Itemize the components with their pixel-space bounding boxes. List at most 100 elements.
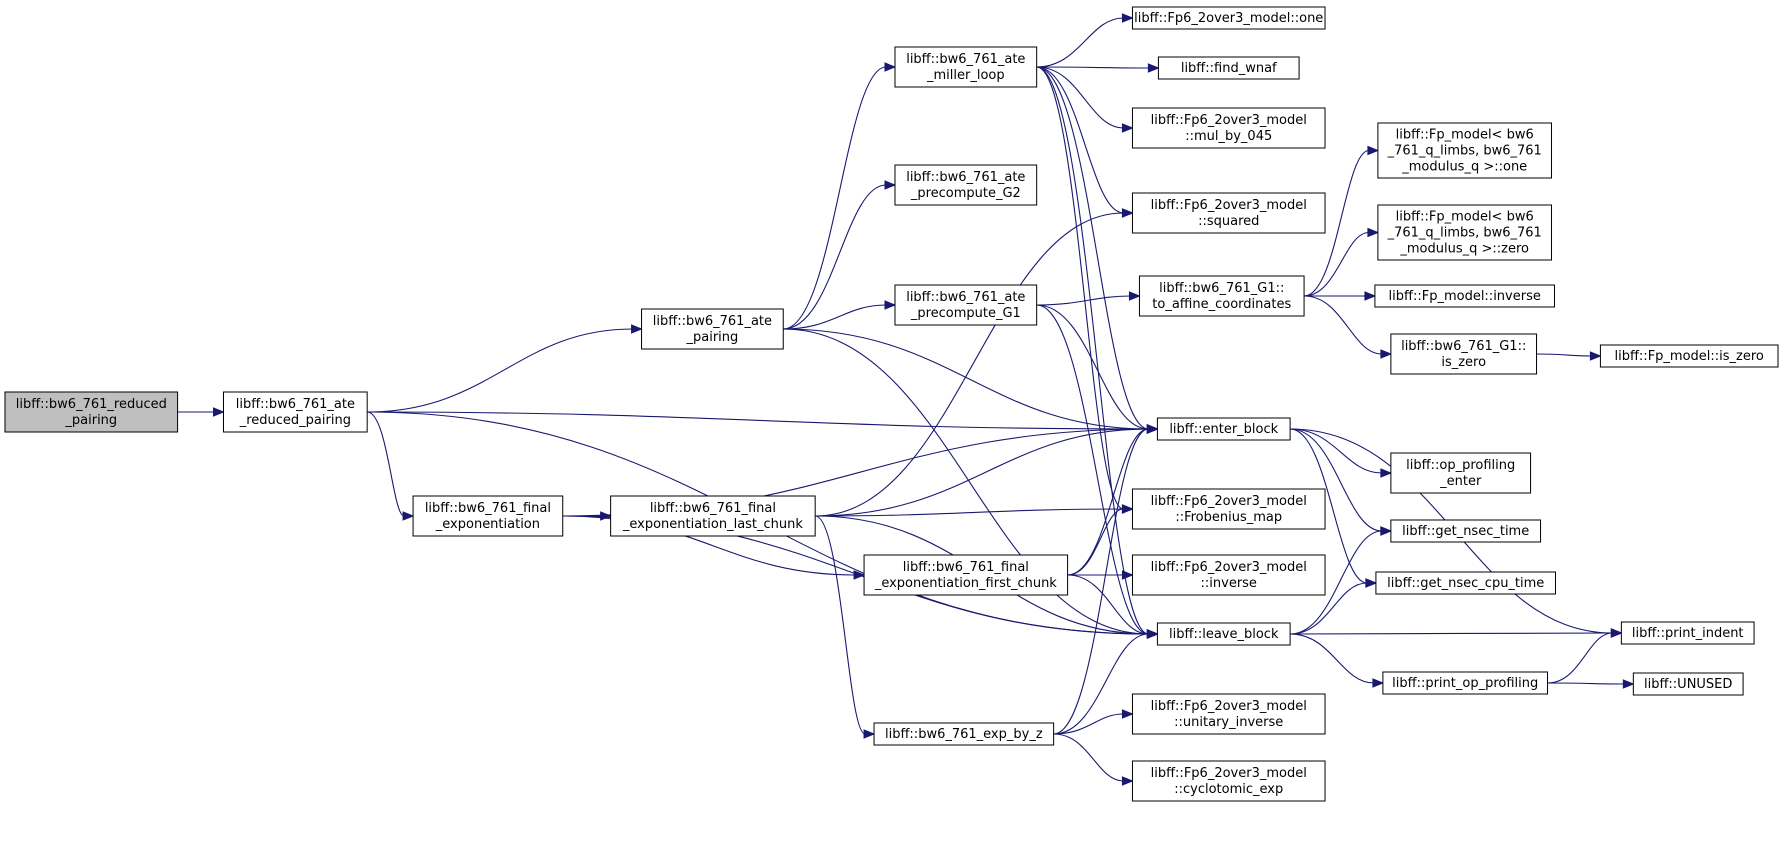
arrowhead: [212, 407, 225, 417]
edge-line: [367, 411, 1149, 430]
arrowhead: [1121, 123, 1134, 133]
edge-line: [1290, 632, 1613, 635]
node-box: [641, 308, 784, 350]
node-fp-model-one[interactable]: libff::Fp_model< bw6_761_q_limbs, bw6_76…: [1377, 122, 1553, 179]
node-label: _exponentiation_last_chunk: [622, 517, 804, 532]
node-fe-first-chunk[interactable]: libff::bw6_761_final_exponentiation_firs…: [863, 554, 1069, 596]
node-label: ::mul_by_045: [1185, 129, 1272, 144]
edge-line: [1036, 66, 1149, 635]
node-exp-by-z[interactable]: libff::bw6_761_exp_by_z: [873, 722, 1055, 746]
edge-fe-last-chunk-to-fp6-frobenius: [815, 504, 1134, 517]
edge-enter-block-to-op-profiling-enter: [1290, 428, 1393, 478]
node-box: [1599, 344, 1779, 368]
node-g1-to-affine[interactable]: libff::bw6_761_G1::to_affine_coordinates: [1138, 275, 1305, 317]
node-box: [1390, 519, 1542, 543]
node-box: [1620, 621, 1755, 645]
node-label: libff::bw6_761_G1::: [1401, 339, 1526, 354]
node-reduced-pairing[interactable]: libff::bw6_761_reduced_pairing: [4, 391, 179, 433]
node-box: [863, 554, 1069, 596]
node-ate-reduced-pairing[interactable]: libff::bw6_761_ate_reduced_pairing: [222, 391, 368, 433]
node-label: libff::Fp6_2over3_model: [1151, 113, 1307, 128]
node-ate-precompute-G2[interactable]: libff::bw6_761_ate_precompute_G2: [894, 164, 1038, 206]
node-ate-precompute-G1[interactable]: libff::bw6_761_ate_precompute_G1: [894, 284, 1038, 326]
node-g1-is-zero[interactable]: libff::bw6_761_G1::is_zero: [1390, 333, 1538, 375]
arrowhead: [884, 300, 897, 310]
arrowhead: [863, 729, 876, 739]
edge-fe-first-chunk-to-fp6-inverse: [1067, 570, 1134, 580]
edge-line: [1036, 66, 1124, 129]
node-fp6-mul-by-045[interactable]: libff::Fp6_2over3_model::mul_by_045: [1131, 107, 1326, 149]
node-label: libff::Fp6_2over3_model: [1151, 494, 1307, 509]
edge-line: [1290, 582, 1367, 635]
node-label: _miller_loop: [926, 68, 1005, 83]
arrowhead: [631, 324, 643, 334]
node-label: libff::UNUSED: [1644, 677, 1732, 692]
arrowhead: [1365, 578, 1378, 588]
node-box: [1131, 192, 1326, 234]
arrowhead: [1372, 678, 1385, 688]
node-get-nsec-cpu-time[interactable]: libff::get_nsec_cpu_time: [1375, 571, 1557, 595]
edge-line: [815, 212, 1124, 517]
arrowhead: [1610, 628, 1623, 638]
node-label: _exponentiation_first_chunk: [874, 576, 1057, 591]
node-print-indent[interactable]: libff::print_indent: [1620, 621, 1755, 645]
node-ate-miller-loop[interactable]: libff::bw6_761_ate_miller_loop: [894, 46, 1038, 88]
node-label: _modulus_q >::zero: [1399, 242, 1529, 257]
node-box: [1131, 107, 1326, 149]
node-fp6-inverse[interactable]: libff::Fp6_2over3_model::inverse: [1131, 554, 1326, 596]
arrowhead: [1128, 291, 1141, 301]
edge-line: [1536, 353, 1592, 357]
node-box: [1382, 671, 1549, 695]
node-label: libff::Fp6_2over3_model: [1151, 699, 1307, 714]
edge-line: [1067, 574, 1149, 635]
node-fp-model-zero[interactable]: libff::Fp_model< bw6_761_q_limbs, bw6_76…: [1377, 204, 1553, 261]
node-fp6-unitary-inverse[interactable]: libff::Fp6_2over3_model::unitary_inverse: [1131, 693, 1326, 735]
node-label: libff::bw6_761_ate: [906, 52, 1025, 67]
edge-line: [1036, 304, 1149, 430]
node-fp6-squared[interactable]: libff::Fp6_2over3_model::squared: [1131, 192, 1326, 234]
node-fp6-cyclotomic-exp[interactable]: libff::Fp6_2over3_model::cyclotomic_exp: [1131, 760, 1326, 802]
node-fp6-frobenius[interactable]: libff::Fp6_2over3_model::Frobenius_map: [1131, 488, 1326, 530]
node-label: libff::Fp6_2over3_model: [1151, 560, 1307, 575]
node-label: libff::enter_block: [1169, 422, 1278, 437]
node-op-profiling-enter[interactable]: libff::op_profiling_enter: [1390, 452, 1532, 494]
node-label: libff::bw6_761_final: [650, 501, 776, 516]
node-label: libff::Fp6_2over3_model: [1151, 198, 1307, 213]
arrowhead: [1589, 351, 1602, 361]
node-label: libff::Fp6_2over3_model: [1151, 766, 1307, 781]
node-print-op-profiling[interactable]: libff::print_op_profiling: [1382, 671, 1549, 695]
node-find-wnaf[interactable]: libff::find_wnaf: [1157, 56, 1300, 80]
arrowhead: [1146, 424, 1159, 434]
node-label: libff::Fp_model::inverse: [1389, 289, 1541, 304]
edge-print-op-profiling-to-print-indent: [1547, 628, 1623, 684]
edge-leave-block-to-get-nsec-time: [1290, 526, 1393, 635]
node-box: [1377, 204, 1553, 261]
node-final-exponentiation[interactable]: libff::bw6_761_final_exponentiation: [412, 495, 564, 537]
edge-line: [1304, 149, 1370, 297]
node-enter-block[interactable]: libff::enter_block: [1156, 417, 1291, 441]
node-box: [1131, 693, 1326, 735]
node-box: [1375, 571, 1557, 595]
edge-line: [815, 508, 1124, 517]
node-box: [1156, 622, 1291, 646]
node-label: libff::get_nsec_cpu_time: [1387, 576, 1544, 591]
node-fp-model-is-zero[interactable]: libff::Fp_model::is_zero: [1599, 344, 1779, 368]
node-ate-pairing[interactable]: libff::bw6_761_ate_pairing: [641, 308, 784, 350]
edge-line: [1547, 632, 1613, 684]
node-leave-block[interactable]: libff::leave_block: [1156, 622, 1291, 646]
edge-line: [1053, 733, 1124, 782]
node-label: is_zero: [1441, 355, 1486, 370]
edge-line: [1053, 633, 1149, 735]
node-label: libff::Fp_model::is_zero: [1615, 349, 1764, 364]
node-fp6-one[interactable]: libff::Fp6_2over3_model::one: [1131, 6, 1326, 30]
edge-ate-reduced-pairing-to-ate-pairing: [367, 324, 643, 413]
node-fe-last-chunk[interactable]: libff::bw6_761_final_exponentiation_last…: [610, 495, 816, 537]
node-fp-model-inverse[interactable]: libff::Fp_model::inverse: [1374, 284, 1556, 308]
node-box: [1131, 554, 1326, 596]
node-label: libff::print_op_profiling: [1392, 676, 1538, 691]
node-label: _modulus_q >::one: [1401, 160, 1527, 175]
edge-ate-miller-loop-to-fp6-one: [1036, 13, 1134, 68]
node-get-nsec-time[interactable]: libff::get_nsec_time: [1390, 519, 1542, 543]
node-unused[interactable]: libff::UNUSED: [1632, 672, 1744, 696]
edge-line: [815, 515, 866, 735]
